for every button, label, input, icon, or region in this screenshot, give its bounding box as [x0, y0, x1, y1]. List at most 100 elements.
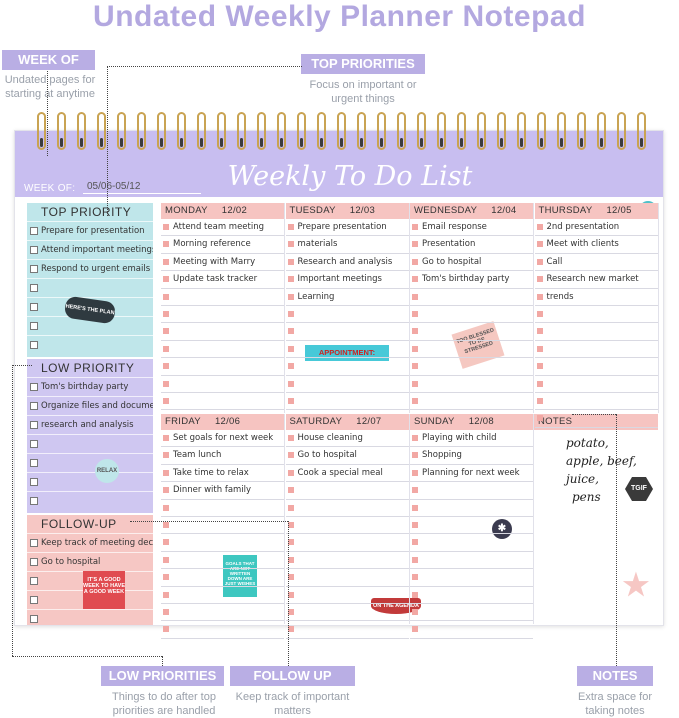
task-row[interactable]: Update task tracker	[161, 271, 284, 289]
task-row[interactable]	[161, 341, 284, 359]
task-row[interactable]: Take time to relax	[161, 465, 284, 483]
task-checkbox[interactable]	[536, 380, 543, 387]
task-row[interactable]	[285, 587, 409, 604]
notes-body[interactable]: potato, apple, beef, juice, pens	[534, 430, 658, 506]
task-checkbox[interactable]	[412, 328, 418, 335]
task-row[interactable]: Set goals for next week	[161, 430, 284, 448]
task-row[interactable]: Research new market	[534, 271, 658, 289]
task-checkbox[interactable]	[536, 241, 543, 248]
task-checkbox[interactable]	[163, 521, 169, 528]
task-checkbox[interactable]	[163, 276, 169, 283]
task-checkbox[interactable]	[412, 574, 418, 581]
task-row[interactable]	[161, 393, 284, 411]
task-row[interactable]: Shopping	[410, 447, 533, 465]
task-row[interactable]	[410, 569, 533, 587]
task-checkbox[interactable]	[163, 258, 169, 265]
task-row[interactable]	[534, 393, 658, 411]
task-row[interactable]	[161, 621, 284, 639]
list-item[interactable]	[27, 278, 153, 297]
task-row[interactable]: Dinner with family	[161, 482, 284, 500]
task-checkbox[interactable]	[536, 310, 543, 317]
task-row[interactable]: Attend team meeting	[161, 219, 284, 237]
task-row[interactable]	[161, 587, 284, 604]
checkbox[interactable]	[30, 615, 38, 623]
task-row[interactable]	[285, 604, 409, 622]
task-row[interactable]	[285, 358, 409, 376]
task-row[interactable]	[410, 587, 533, 604]
task-checkbox[interactable]	[163, 591, 169, 598]
task-row[interactable]: Research and analysis	[285, 254, 409, 272]
task-checkbox[interactable]	[287, 241, 294, 248]
task-row[interactable]	[410, 376, 533, 393]
list-item[interactable]	[27, 472, 153, 491]
task-row[interactable]: Playing with child	[410, 430, 533, 448]
task-checkbox[interactable]	[163, 328, 169, 335]
task-row[interactable]: Cook a special meal	[285, 465, 409, 483]
task-checkbox[interactable]	[412, 435, 418, 441]
checkbox[interactable]	[30, 577, 38, 585]
task-row[interactable]: Important meetings	[285, 271, 409, 289]
task-row[interactable]	[161, 517, 284, 535]
task-row[interactable]	[161, 289, 284, 306]
task-row[interactable]	[285, 517, 409, 535]
task-row[interactable]	[285, 323, 409, 341]
task-checkbox[interactable]	[412, 504, 418, 511]
task-row[interactable]: Prepare presentation	[285, 219, 409, 237]
task-row[interactable]	[410, 552, 533, 570]
task-checkbox[interactable]	[287, 380, 294, 387]
task-checkbox[interactable]	[412, 556, 418, 563]
task-row[interactable]	[285, 341, 409, 359]
task-checkbox[interactable]	[412, 608, 418, 615]
task-checkbox[interactable]	[412, 310, 418, 317]
task-checkbox[interactable]	[163, 487, 169, 494]
task-checkbox[interactable]	[163, 380, 169, 387]
task-row[interactable]	[410, 604, 533, 622]
list-item[interactable]: Prepare for presentation	[27, 221, 153, 240]
task-checkbox[interactable]	[287, 608, 294, 615]
task-checkbox[interactable]	[287, 328, 294, 335]
task-checkbox[interactable]	[287, 310, 294, 317]
task-checkbox[interactable]	[287, 591, 294, 598]
task-row[interactable]: 2nd presentation	[534, 219, 658, 237]
task-row[interactable]	[285, 376, 409, 393]
task-row[interactable]: Call	[534, 254, 658, 272]
task-row[interactable]	[161, 552, 284, 570]
checkbox[interactable]	[30, 440, 38, 448]
task-row[interactable]: Go to hospital	[285, 447, 409, 465]
list-item[interactable]: Attend important meetings	[27, 240, 153, 259]
list-item[interactable]: Keep track of meeting decisions	[27, 533, 153, 552]
task-row[interactable]	[534, 341, 658, 359]
task-checkbox[interactable]	[412, 539, 418, 546]
task-checkbox[interactable]	[163, 504, 169, 511]
list-item[interactable]	[27, 434, 153, 453]
task-row[interactable]	[534, 306, 658, 324]
task-row[interactable]	[410, 289, 533, 306]
task-checkbox[interactable]	[536, 293, 543, 300]
task-checkbox[interactable]	[536, 345, 543, 352]
checkbox[interactable]	[30, 383, 38, 391]
task-checkbox[interactable]	[287, 397, 294, 404]
task-checkbox[interactable]	[536, 258, 543, 265]
task-checkbox[interactable]	[163, 293, 169, 300]
task-checkbox[interactable]	[163, 469, 169, 476]
task-checkbox[interactable]	[412, 626, 418, 633]
task-checkbox[interactable]	[536, 415, 543, 422]
task-checkbox[interactable]	[536, 224, 543, 230]
task-row[interactable]	[161, 358, 284, 376]
task-checkbox[interactable]	[163, 539, 169, 546]
task-checkbox[interactable]	[412, 487, 418, 494]
list-item[interactable]	[27, 491, 153, 510]
task-checkbox[interactable]	[412, 224, 418, 230]
task-checkbox[interactable]	[412, 363, 418, 370]
task-checkbox[interactable]	[287, 469, 294, 476]
checkbox[interactable]	[30, 246, 38, 254]
task-row[interactable]	[285, 621, 409, 639]
task-checkbox[interactable]	[536, 328, 543, 335]
task-checkbox[interactable]	[287, 293, 294, 300]
task-checkbox[interactable]	[412, 397, 418, 404]
task-row[interactable]: Team lunch	[161, 447, 284, 465]
task-checkbox[interactable]	[163, 574, 169, 581]
task-row[interactable]: Learning	[285, 289, 409, 306]
checkbox[interactable]	[30, 322, 38, 330]
task-row[interactable]	[161, 534, 284, 552]
